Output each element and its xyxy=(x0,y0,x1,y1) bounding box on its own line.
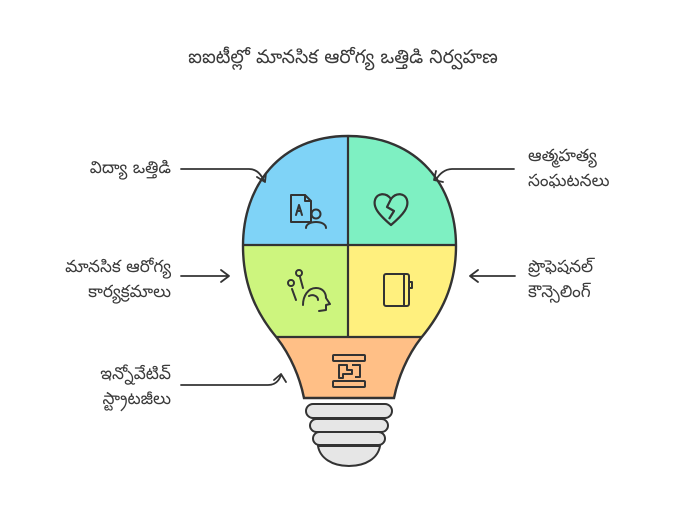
arrow-mental-health-programs xyxy=(180,269,230,283)
bulb-base xyxy=(305,403,393,468)
label-suicide-incidents: ఆత్మహత్య సంఘటనలు xyxy=(528,146,610,191)
segment-bottom xyxy=(243,337,456,398)
label-innovative-strategies: ఇన్నోవేటివ్ స్ట్రాటజీలు xyxy=(100,364,171,409)
student-exam-icon xyxy=(290,194,327,229)
arrow-professional-counseling xyxy=(469,269,516,283)
broken-heart-icon xyxy=(373,193,409,227)
label-mental-health-programs: మానసిక ఆరోగ్య కార్యక్రమాలు xyxy=(65,257,171,302)
head-thought-icon xyxy=(287,269,331,312)
label-academic-stress: విద్యా ఒత్తిడి xyxy=(89,158,171,178)
strategy-puzzle-icon xyxy=(332,354,366,388)
arrow-academic-stress xyxy=(180,168,267,183)
diagram-title: ఐఐటీల్లో మానసిక ఆరోగ్య ఒత్తిడి నిర్వహణ xyxy=(188,46,498,68)
segment-mid-left xyxy=(243,245,348,337)
label-professional-counseling: ప్రొఫెషనల్ కౌన్సెలింగ్ xyxy=(528,257,594,302)
notebook-icon xyxy=(383,273,413,307)
segment-top-left xyxy=(243,136,348,245)
arrow-innovative-strategies xyxy=(180,373,287,386)
segment-top-right xyxy=(348,136,456,245)
arrow-suicide-incidents xyxy=(433,168,515,183)
